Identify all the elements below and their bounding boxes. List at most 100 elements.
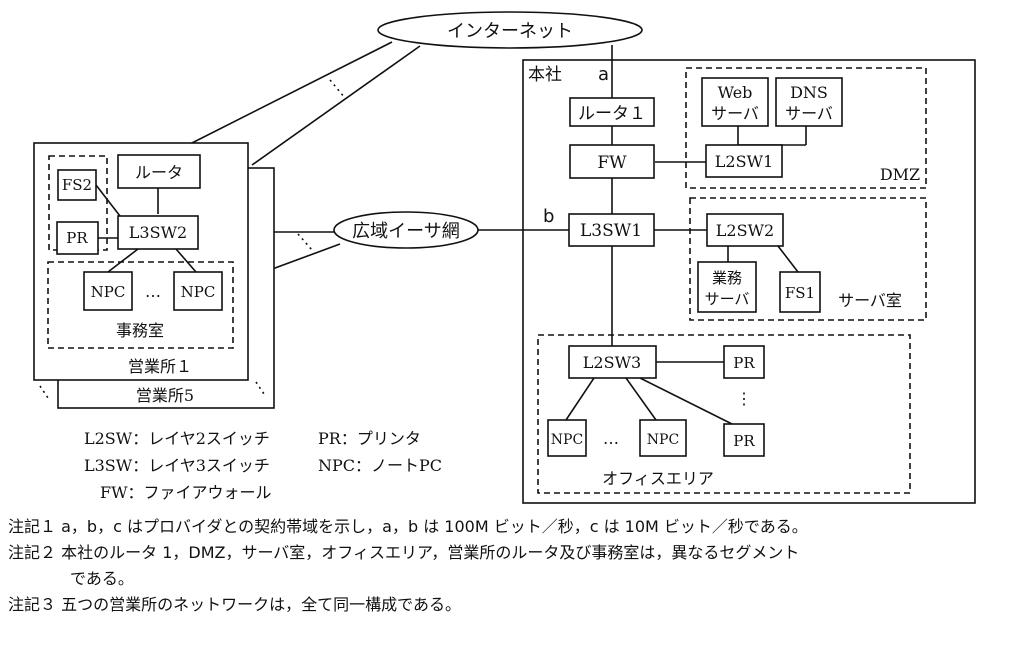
l3sw1-node bbox=[568, 213, 655, 247]
l2sw3-label: L2SW3 bbox=[583, 353, 641, 372]
legend-l3sw: L3SW：レイヤ3スイッチ bbox=[84, 456, 270, 475]
head-office-title: 本社 bbox=[528, 65, 562, 85]
router1-label: ルータ１ bbox=[578, 104, 646, 124]
office-npc2-node bbox=[639, 419, 687, 457]
wan-ellipsis bbox=[297, 233, 313, 251]
l2sw2-node bbox=[706, 213, 784, 247]
router1-node bbox=[569, 97, 655, 127]
web-server-node bbox=[701, 77, 769, 127]
line-internet-branch1 bbox=[181, 41, 393, 149]
office-area-zone: L2SW3 PR ⋮ PR NPC … NPC オフィスエリア bbox=[537, 334, 911, 494]
legend-npc: NPC：ノートPC bbox=[318, 456, 442, 475]
fw-node bbox=[569, 144, 655, 179]
fs2-label: FS2 bbox=[62, 176, 92, 194]
line-l2sw3-npc2 bbox=[625, 377, 657, 421]
internet-node: インターネット bbox=[377, 11, 643, 49]
legend-fw: FW：ファイアウォール bbox=[100, 483, 272, 502]
internet-label: インターネット bbox=[447, 21, 573, 42]
web-server-label-1: Web bbox=[718, 83, 753, 102]
note-2-continuation: である。 bbox=[70, 569, 134, 588]
branch-npc1-label: NPC bbox=[91, 283, 126, 301]
server-room-frame bbox=[689, 197, 927, 321]
office-area-label: オフィスエリア bbox=[602, 469, 714, 488]
note-2-label: 注記２ bbox=[8, 543, 57, 562]
note-1-label: 注記１ bbox=[8, 517, 57, 536]
note-1-text: a，b，c はプロバイダとの契約帯域を示し，a，b は 100M ビット／秒，c… bbox=[61, 517, 808, 536]
fs1-node bbox=[779, 271, 821, 313]
branch-pr-node bbox=[56, 221, 99, 255]
wan-node: 広域イーサ網 bbox=[333, 211, 479, 249]
line-l2sw2-fs1 bbox=[777, 245, 799, 273]
note-3-label: 注記３ bbox=[8, 595, 57, 614]
l3sw1-label: L3SW1 bbox=[580, 221, 642, 241]
branch-stack-ellipsis-right bbox=[255, 381, 265, 395]
legend: L2SW：レイヤ2スイッチ PR：プリンタ L3SW：レイヤ3スイッチ NPC：… bbox=[84, 429, 442, 502]
business-server-label-2: サーバ bbox=[705, 290, 750, 308]
dmz-label: DMZ bbox=[880, 165, 920, 184]
office-npc2-label: NPC bbox=[647, 432, 679, 448]
branch5-title: 営業所5 bbox=[136, 386, 194, 405]
head-office-frame bbox=[522, 59, 976, 504]
dns-server-node bbox=[775, 77, 843, 127]
branch-router-node bbox=[117, 154, 201, 189]
branch-pr-label: PR bbox=[66, 229, 88, 247]
line-l3sw2-npc1-front bbox=[107, 248, 139, 273]
web-server-label-2: サーバ bbox=[711, 104, 759, 123]
office-room-frame bbox=[47, 261, 234, 349]
branch-npc2-node bbox=[173, 271, 223, 311]
dmz-frame bbox=[685, 67, 927, 189]
link-label-b: b bbox=[543, 206, 554, 227]
branch-npc1-node bbox=[83, 271, 133, 311]
l3sw2-label: L3SW2 bbox=[129, 223, 187, 242]
branch-npc2-label: NPC bbox=[181, 283, 216, 301]
office-pr2-node bbox=[723, 423, 765, 457]
line-l2sw3-pr2 bbox=[639, 377, 733, 425]
dns-server-label-2: サーバ bbox=[785, 104, 833, 123]
notes-section: 注記１ a，b，c はプロバイダとの契約帯域を示し，a，b は 100M ビット… bbox=[8, 514, 1018, 618]
office-npc-ellipsis: … bbox=[603, 429, 619, 448]
dns-server-label-1: DNS bbox=[790, 83, 828, 102]
branch1-title: 営業所１ bbox=[128, 357, 192, 376]
business-server-label-1: 業務 bbox=[712, 269, 742, 287]
business-server-node bbox=[697, 261, 757, 313]
legend-l2sw: L2SW：レイヤ2スイッチ bbox=[84, 429, 270, 448]
fs1-label: FS1 bbox=[785, 284, 815, 302]
branch-office: 営業所5 営業所１ ルータ L3SW2 FS2 PR NPC … NPC 事務室 bbox=[33, 142, 275, 409]
note-1: 注記１ a，b，c はプロバイダとの契約帯域を示し，a，b は 100M ビット… bbox=[8, 514, 1018, 540]
l2sw3-node bbox=[568, 345, 657, 379]
branch-router-label: ルータ bbox=[135, 163, 183, 182]
wan-label: 広域イーサ網 bbox=[352, 221, 460, 242]
server-room-label: サーバ室 bbox=[838, 291, 902, 310]
office-pr-ellipsis: ⋮ bbox=[736, 389, 752, 408]
l2sw2-label: L2SW2 bbox=[716, 221, 774, 240]
l3sw2-node bbox=[117, 215, 199, 250]
network-diagram: インターネット 広域イーサ網 a b c c 本社 ルータ１ FW L3SW1 … bbox=[33, 11, 976, 504]
office-npc1-node bbox=[547, 419, 587, 457]
branch-ellipsis-top bbox=[329, 79, 346, 99]
branch-npc-ellipsis: … bbox=[145, 282, 161, 301]
server-room-zone: L2SW2 業務 サーバ FS1 サーバ室 bbox=[689, 197, 927, 321]
branch-stack-ellipsis-left bbox=[39, 385, 49, 399]
office-npc1-label: NPC bbox=[551, 432, 583, 448]
note-3-text: 五つの営業所のネットワークは，全て同一構成である。 bbox=[61, 595, 461, 614]
head-office: 本社 ルータ１ FW L3SW1 Web サーバ DNS サーバ L2SW1 D… bbox=[522, 59, 976, 504]
fw-label: FW bbox=[597, 153, 627, 173]
l2sw1-node bbox=[705, 144, 783, 178]
note-3: 注記３ 五つの営業所のネットワークは，全て同一構成である。 bbox=[8, 592, 1018, 618]
office-area-frame bbox=[537, 334, 911, 494]
office-room-label: 事務室 bbox=[116, 321, 164, 340]
note-2: 注記２ 本社のルータ 1，DMZ，サーバ室，オフィスエリア，営業所のルータ及び事… bbox=[8, 540, 1018, 566]
note-2-text: 本社のルータ 1，DMZ，サーバ室，オフィスエリア，営業所のルータ及び事務室は，… bbox=[61, 543, 800, 562]
office-pr2-label: PR bbox=[733, 432, 755, 450]
l2sw1-label: L2SW1 bbox=[715, 152, 773, 171]
fs2-node bbox=[57, 169, 97, 201]
line-internet-branch5 bbox=[251, 45, 421, 166]
dmz-zone: Web サーバ DNS サーバ L2SW1 DMZ bbox=[685, 67, 927, 189]
office-pr1-label: PR bbox=[733, 354, 755, 372]
line-fs2-l3sw2-front bbox=[95, 184, 121, 217]
link-label-a: a bbox=[598, 64, 609, 85]
legend-pr: PR：プリンタ bbox=[318, 429, 421, 448]
line-l2sw3-npc1 bbox=[565, 377, 595, 421]
office-pr1-node bbox=[723, 345, 765, 379]
line-l3sw2-npc2-front bbox=[175, 248, 197, 273]
